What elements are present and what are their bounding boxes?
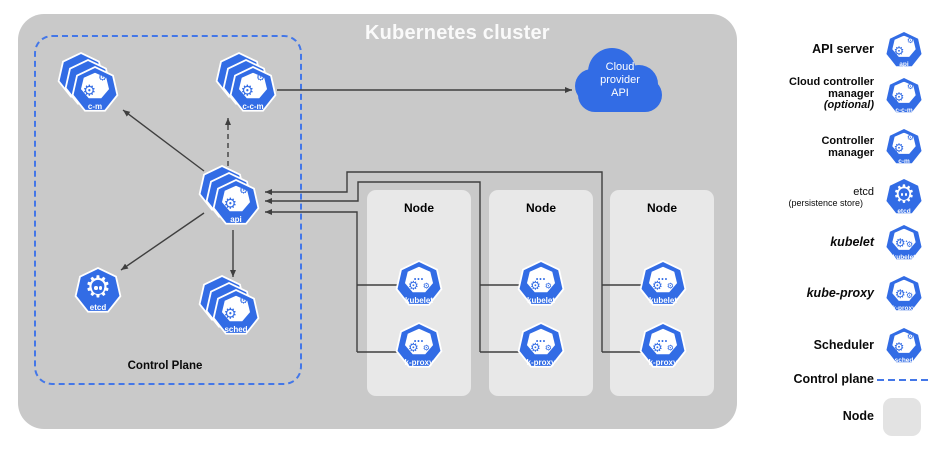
kube-proxy-icon: k-proxy: [517, 322, 565, 370]
gears-glyph: [221, 295, 251, 322]
legend-label-control-plane: Control plane: [793, 372, 874, 386]
kube-proxy-icon: k-proxy: [395, 322, 443, 370]
legend-cloud-controller-manager-icon: c-c-m: [884, 76, 924, 116]
etcd-glyph: [74, 267, 122, 315]
legend-kube-proxy-icon: k-proxy: [884, 274, 924, 314]
gears-glyph: [892, 331, 916, 353]
kube-proxy-glyph: [892, 279, 916, 301]
kubelet-icon: kubelet: [395, 260, 443, 308]
kubelet-icon: kubelet: [517, 260, 565, 308]
kube-proxy-glyph: [526, 328, 556, 355]
etcd-icon: etcd: [74, 267, 122, 315]
legend-label-kube-proxy: kube-proxy: [806, 286, 874, 300]
cluster-title: Kubernetes cluster: [365, 22, 550, 44]
legend-scheduler-icon: sched: [884, 326, 924, 366]
kube-proxy-glyph: [404, 328, 434, 355]
legend-label-cloud-controller-manager: Cloud controller manager (optional): [789, 76, 874, 111]
kubelet-glyph: [526, 266, 556, 293]
gears-glyph: [221, 185, 251, 212]
cloud-provider-api-label: Cloud provider API: [600, 61, 640, 99]
cloud-controller-manager-icon: c-c-m: [215, 52, 277, 114]
legend-label-node: Node: [842, 409, 874, 423]
kube-proxy-icon: k-proxy: [639, 322, 687, 370]
legend-label-controller-manager: Controller manager: [821, 135, 874, 159]
node-label: Node: [647, 201, 677, 215]
legend-control-plane-dash-sample: [877, 379, 930, 381]
legend-label-etcd: etcd (persistence store): [788, 186, 874, 208]
legend-kubelet-icon: kubelet: [884, 223, 924, 263]
gears-glyph: [238, 72, 268, 99]
gears-glyph: [892, 81, 916, 103]
node-label: Node: [404, 201, 434, 215]
kube-proxy-glyph: [648, 328, 678, 355]
kubelet-glyph: [648, 266, 678, 293]
kubelet-icon: kubelet: [639, 260, 687, 308]
legend-label-kubelet: kubelet: [830, 235, 874, 249]
scheduler-icon: sched: [198, 275, 260, 337]
gears-glyph: [892, 132, 916, 154]
legend-etcd-icon: etcd: [884, 177, 924, 217]
legend-node-sample: [883, 398, 921, 436]
node-label: Node: [526, 201, 556, 215]
gears-glyph: [892, 35, 916, 57]
legend-api-server-icon: api: [884, 30, 924, 70]
legend-label-scheduler: Scheduler: [813, 338, 874, 352]
control-plane-label: Control Plane: [127, 360, 203, 372]
controller-manager-icon: c-m: [57, 52, 119, 114]
legend-label-api-server: API server: [812, 42, 874, 56]
gears-glyph: [80, 72, 110, 99]
api-server-icon: api: [198, 165, 260, 227]
kubelet-glyph: [892, 228, 916, 250]
legend-controller-manager-icon: c-m: [884, 127, 924, 167]
kubelet-glyph: [404, 266, 434, 293]
etcd-glyph: [884, 177, 924, 217]
